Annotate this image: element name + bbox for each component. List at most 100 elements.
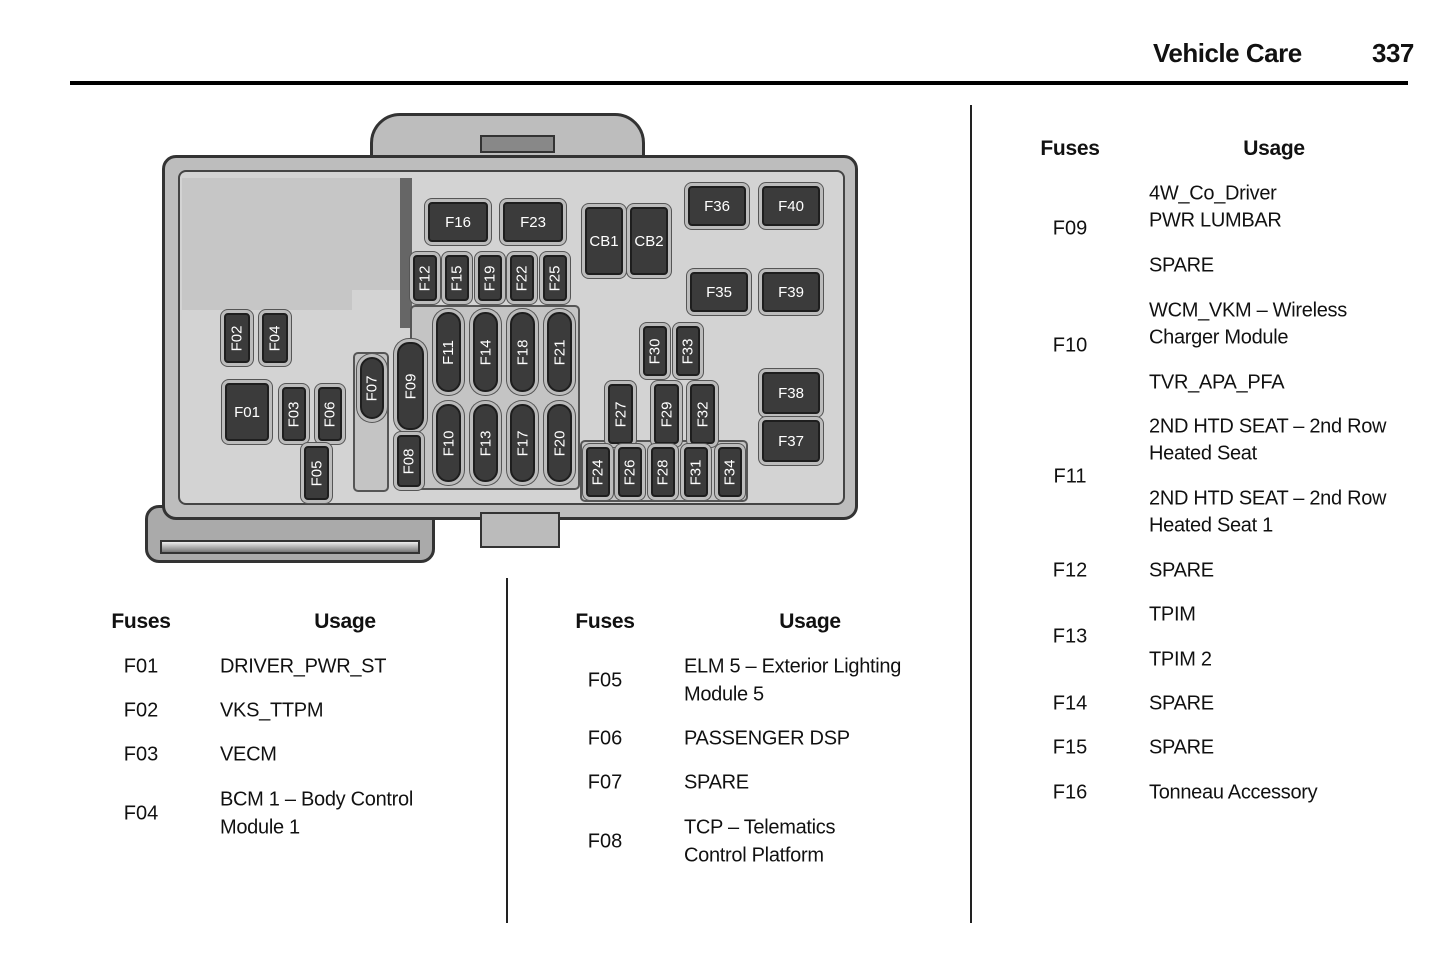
- fuses-header: Fuses: [575, 610, 635, 633]
- fuse-F37: F37: [762, 420, 820, 462]
- fuse-F20: F20: [547, 404, 572, 482]
- fuse-F14: F14: [473, 312, 498, 392]
- fuse-usage: SPARE: [684, 771, 749, 794]
- connector-slot: [160, 540, 420, 554]
- fuse-F28: F28: [651, 447, 675, 497]
- fuse-F04: F04: [262, 313, 288, 363]
- fuse-usage: TCP – Telematics: [684, 816, 836, 839]
- fuse-code: F07: [587, 771, 623, 794]
- fuse-F25: F25: [543, 255, 567, 301]
- fuse-usage: DRIVER_PWR_ST: [220, 655, 387, 678]
- fuse-code: F15: [1052, 736, 1088, 759]
- fuse-F26: F26: [618, 447, 642, 497]
- fuse-F34: F34: [718, 447, 742, 497]
- fuse-F09: F09: [397, 342, 424, 430]
- fuse-usage: BCM 1 – Body Control: [220, 788, 413, 811]
- fuse-F08: F08: [397, 435, 421, 487]
- fuse-F05: F05: [304, 446, 329, 500]
- fuse-F33: F33: [676, 326, 700, 376]
- fuse-usage: SPARE: [1149, 692, 1214, 715]
- fuse-usage: Heated Seat: [1149, 442, 1257, 465]
- fuse-usage: Module 5: [684, 683, 764, 706]
- fuse-F07: F07: [360, 357, 384, 419]
- fuse-code: F01: [123, 655, 159, 678]
- fuse-code: F08: [587, 830, 623, 853]
- fuse-usage: SPARE: [1149, 559, 1214, 582]
- fuse-F35: F35: [690, 272, 748, 312]
- empty-area: [182, 290, 352, 310]
- fuse-F24: F24: [586, 447, 610, 497]
- fuse-F30: F30: [643, 326, 667, 376]
- fuse-F27: F27: [608, 384, 633, 444]
- fuse-F16: F16: [428, 202, 488, 242]
- fuse-code: F03: [123, 743, 159, 766]
- fuse-usage: SPARE: [1149, 254, 1214, 277]
- fuse-code: F02: [123, 699, 159, 722]
- header-rule: [70, 81, 1408, 85]
- fuse-code: F09: [1052, 217, 1088, 240]
- fuse-F40: F40: [762, 186, 820, 226]
- fuse-F29: F29: [654, 384, 679, 444]
- circuit-breaker-CB1: CB1: [585, 207, 623, 275]
- fuse-F15: F15: [445, 255, 469, 301]
- fuse-usage: WCM_VKM – Wireless: [1149, 299, 1347, 322]
- fuse-usage: ELM 5 – Exterior Lighting: [684, 655, 902, 678]
- fuse-F21: F21: [547, 312, 572, 392]
- fuse-usage: 2ND HTD SEAT – 2nd Row: [1149, 487, 1387, 510]
- fuse-usage: Control Platform: [684, 844, 824, 867]
- empty-area: [182, 178, 410, 290]
- fuse-F10: F10: [436, 404, 461, 482]
- bottom-tab: [480, 512, 560, 548]
- fuse-F39: F39: [762, 272, 820, 312]
- fuse-usage: TPIM: [1149, 603, 1196, 626]
- fuse-usage: Charger Module: [1149, 326, 1289, 349]
- fuse-F02: F02: [224, 313, 250, 363]
- usage-header: Usage: [779, 610, 841, 633]
- fuse-usage: TVR_APA_PFA: [1149, 371, 1285, 394]
- fuse-code: F04: [123, 802, 159, 825]
- fuse-F06: F06: [318, 387, 342, 441]
- fuse-code: F12: [1052, 559, 1088, 582]
- fuse-usage: PASSENGER DSP: [684, 727, 850, 750]
- fuse-usage: 2ND HTD SEAT – 2nd Row: [1149, 415, 1387, 438]
- column-divider: [970, 105, 972, 923]
- fuse-usage: Module 1: [220, 816, 300, 839]
- fuse-F32: F32: [690, 384, 715, 444]
- fuse-usage: Tonneau Accessory: [1149, 781, 1318, 804]
- fuse-usage: Heated Seat 1: [1149, 514, 1273, 537]
- fuse-code: F05: [587, 669, 623, 692]
- circuit-breaker-CB2: CB2: [630, 207, 668, 275]
- fuse-usage: VKS_TTPM: [220, 699, 324, 722]
- page-number: 337: [1372, 38, 1414, 68]
- fuse-F31: F31: [684, 447, 708, 497]
- fuse-F23: F23: [503, 202, 563, 242]
- usage-header: Usage: [314, 610, 376, 633]
- fuse-code: F10: [1052, 334, 1088, 357]
- column-divider: [506, 578, 508, 923]
- fuses-header: Fuses: [111, 610, 171, 633]
- latch: [480, 135, 555, 153]
- fuse-usage: VECM: [220, 743, 277, 766]
- usage-header: Usage: [1243, 137, 1305, 160]
- fuse-code: F14: [1052, 692, 1088, 715]
- section-title: Vehicle Care: [1153, 38, 1302, 68]
- fuse-usage: PWR LUMBAR: [1149, 209, 1282, 232]
- fuse-F11: F11: [436, 312, 461, 392]
- fuse-F01: F01: [225, 383, 269, 441]
- fuse-F17: F17: [510, 404, 535, 482]
- fuse-code: F06: [587, 727, 623, 750]
- fuse-F19: F19: [478, 255, 502, 301]
- fuse-F36: F36: [688, 186, 746, 226]
- fuse-F22: F22: [510, 255, 534, 301]
- fuse-F38: F38: [762, 372, 820, 414]
- fuse-code: F13: [1052, 625, 1088, 648]
- fuse-F18: F18: [510, 312, 535, 392]
- fuse-F12: F12: [413, 255, 437, 301]
- fuse-usage: TPIM 2: [1149, 648, 1212, 671]
- fuse-code: F16: [1052, 781, 1088, 804]
- fuse-usage: 4W_Co_Driver: [1149, 182, 1277, 205]
- fuse-F03: F03: [282, 387, 306, 441]
- fuses-header: Fuses: [1040, 137, 1100, 160]
- divider-wall: [400, 178, 412, 328]
- fuse-code: F11: [1053, 465, 1087, 488]
